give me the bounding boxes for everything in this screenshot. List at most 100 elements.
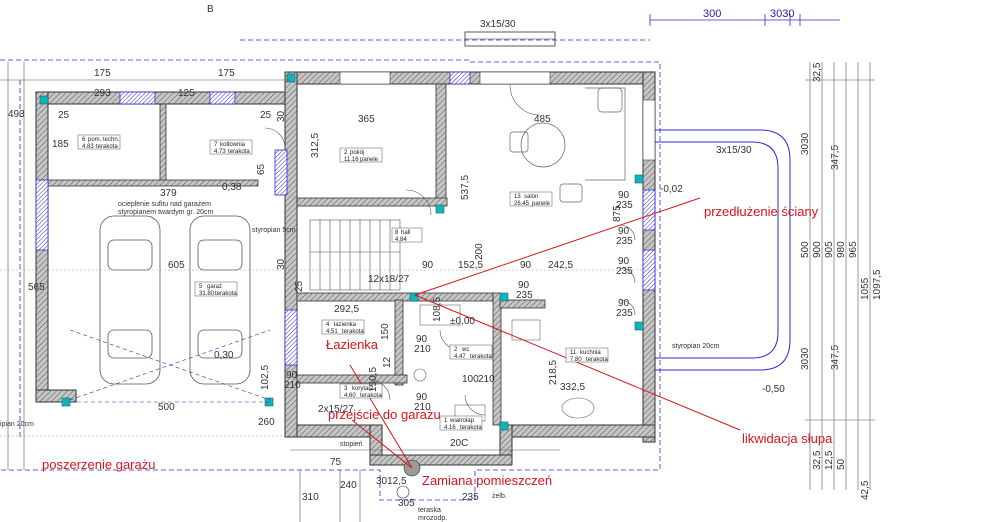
room-5-floor: terakota bbox=[215, 291, 237, 297]
dim-3475a: 347,5 bbox=[830, 145, 841, 170]
room-4-floor: terakota bbox=[342, 329, 364, 335]
label-stopien: stopień bbox=[340, 441, 363, 448]
dim-000: ±0,00 bbox=[450, 316, 475, 327]
dim-1025: 102,5 bbox=[260, 365, 271, 390]
dim-310: 310 bbox=[302, 492, 319, 503]
dim-980: 980 bbox=[836, 241, 847, 258]
label-styropian-20-left: ipian 20cm bbox=[0, 421, 34, 428]
right-dimensions bbox=[805, 62, 875, 490]
room-8-name: hall bbox=[401, 230, 410, 236]
level-top: -0,02 bbox=[660, 184, 683, 195]
dim-305: 305 bbox=[398, 498, 415, 509]
dim-3030a: 3030 bbox=[800, 132, 811, 155]
room-6-num: 6 bbox=[82, 137, 86, 143]
note-przedluzenie: przedłużenie ściany bbox=[704, 204, 819, 219]
room-wc-num: 2 bbox=[454, 347, 458, 353]
room-7-area: 4.73 bbox=[214, 149, 226, 155]
salon-furniture bbox=[509, 87, 626, 203]
room-7-num: 7 bbox=[214, 142, 218, 148]
dim-185: 185 bbox=[52, 139, 69, 150]
dim-30b: 30 bbox=[276, 258, 287, 270]
annotation-lines bbox=[349, 197, 741, 469]
window-right-label: 3x15/30 bbox=[716, 145, 752, 156]
room-5-name: garaż bbox=[207, 284, 222, 290]
door-90-b: 90 bbox=[286, 370, 298, 381]
door-235-i: 235 bbox=[516, 290, 533, 301]
dim-235: 235 bbox=[462, 492, 479, 503]
room-2-num: 2 bbox=[344, 150, 348, 156]
room-13-num: 13 bbox=[514, 194, 521, 200]
dim-493: 493 bbox=[8, 109, 25, 120]
dim-2x: 2x15/27 bbox=[318, 404, 354, 415]
room-11-num: 11 bbox=[570, 350, 577, 356]
interior-walls bbox=[47, 83, 546, 426]
dim-125: 125 bbox=[178, 88, 195, 99]
dim-150: 150 bbox=[380, 323, 391, 340]
section-letter: B bbox=[207, 4, 214, 15]
label-styropian-twardy: styropianem twardym gr. 20cm bbox=[118, 209, 213, 216]
room-2-name: pokój bbox=[350, 150, 364, 156]
room-11-floor: terakota bbox=[586, 357, 608, 363]
dim-top-3030: 3030 bbox=[770, 8, 794, 20]
room-6-name: pom. techn. bbox=[88, 137, 120, 143]
door-210-a: 210 bbox=[414, 344, 431, 355]
dim-030: 0,30 bbox=[214, 350, 234, 361]
dim-175b: 175 bbox=[218, 68, 235, 79]
dim-965: 965 bbox=[848, 241, 859, 258]
dim-379: 379 bbox=[160, 188, 177, 199]
room-7-floor: terakota bbox=[228, 149, 250, 155]
room-13-floor: panele bbox=[532, 201, 551, 207]
dim-5375: 537,5 bbox=[460, 175, 471, 200]
label-zelb: żelb. bbox=[492, 493, 507, 500]
room-8-area: 4.84 bbox=[395, 237, 407, 243]
dim-500r: 500 bbox=[800, 241, 811, 258]
room-11-area: 7.80 bbox=[570, 357, 582, 363]
room-wc-floor: terakota bbox=[470, 354, 492, 360]
dim-30a: 30 bbox=[276, 110, 287, 122]
room-3-area: 4.60 bbox=[344, 393, 356, 399]
dim-10975: 1097,5 bbox=[872, 269, 883, 300]
room-wc-area: 4.47 bbox=[454, 354, 466, 360]
terrace-outline bbox=[655, 129, 791, 371]
dim-12: 12 bbox=[382, 356, 393, 368]
dim-50r: 50 bbox=[836, 458, 847, 470]
room-4-name: łazienka bbox=[334, 322, 357, 328]
dim-500: 500 bbox=[158, 402, 175, 413]
dim-038: 0,38 bbox=[222, 182, 242, 193]
dim-2185: 218,5 bbox=[548, 360, 559, 385]
dim-325a: 32,5 bbox=[812, 62, 823, 82]
door-210-b: 210 bbox=[284, 380, 301, 391]
dim-1055: 1055 bbox=[860, 277, 871, 300]
room-3-name: korytarz bbox=[352, 386, 373, 392]
dim-75a: 75 bbox=[330, 457, 342, 468]
dim-top-300: 300 bbox=[703, 8, 721, 20]
note-zamiana: Zamiana pomieszczeń bbox=[422, 473, 552, 488]
door-100: 100 bbox=[462, 374, 479, 385]
dim-325b: 32,5 bbox=[812, 450, 823, 470]
door-90-f: 90 bbox=[618, 226, 630, 237]
dim-25a: 25 bbox=[58, 110, 70, 121]
dim-605: 605 bbox=[168, 260, 185, 271]
dim-1525: 152,5 bbox=[458, 260, 483, 271]
door-235-h: 235 bbox=[616, 308, 633, 319]
room-2-floor: panele bbox=[360, 157, 379, 163]
dim-3475b: 347,5 bbox=[830, 345, 841, 370]
door-210-c: 210 bbox=[414, 402, 431, 413]
dim-900: 900 bbox=[812, 241, 823, 258]
room-1-floor: terakota bbox=[460, 425, 482, 431]
note-likwidacja: likwidacja słupa bbox=[742, 431, 833, 446]
dim-175a: 175 bbox=[94, 68, 111, 79]
room-13-name: salon bbox=[524, 194, 538, 200]
room-13-area: 26.45 bbox=[514, 201, 530, 207]
dim-65: 65 bbox=[256, 163, 267, 175]
door-90-a: 90 bbox=[416, 334, 428, 345]
structural-grid bbox=[0, 269, 660, 437]
staircase bbox=[309, 219, 401, 291]
room-1-name: wiatrołap bbox=[449, 418, 475, 424]
dim-905: 905 bbox=[824, 241, 835, 258]
dim-3030b: 3030 bbox=[800, 347, 811, 370]
room-3-num: 3 bbox=[344, 386, 348, 392]
room-5-num: 5 bbox=[199, 284, 203, 290]
dim-90a: 90 bbox=[422, 260, 434, 271]
room-8-num: 8 bbox=[395, 230, 399, 236]
